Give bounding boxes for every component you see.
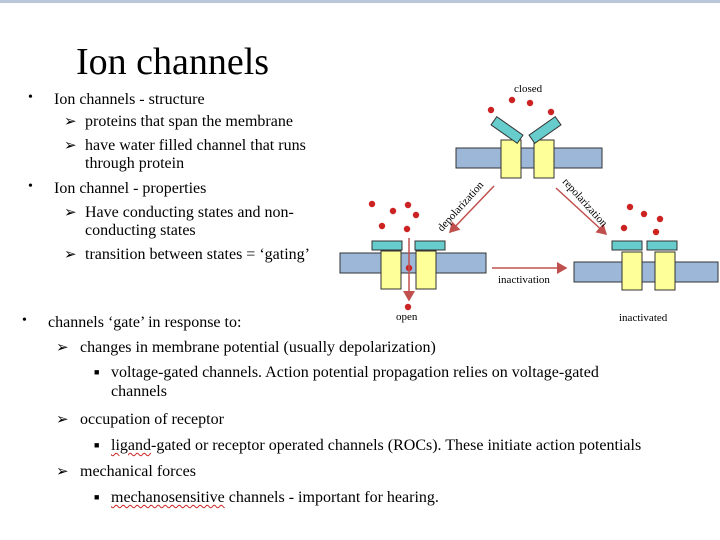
detail-mechano: mechanosensitive channels - important fo… (111, 489, 439, 507)
sub-bullet-membrane-potential: changes in membrane potential (usually d… (80, 339, 436, 356)
sub-bullet-states-line1: Have conducting states and non- (85, 204, 294, 221)
detail-ligand-prefix: ligand (111, 437, 151, 454)
square-bullet-icon: ■ (94, 492, 100, 502)
arrow-bullet-icon: ➢ (64, 114, 77, 130)
arrow-bullet-icon: ➢ (64, 247, 77, 263)
round-bullet-icon: • (28, 179, 33, 194)
arrow-bullet-icon: ➢ (56, 412, 69, 428)
sub-bullet-channel-line2: through protein (85, 155, 185, 172)
detail-mechano-rest: channels - important for hearing. (224, 489, 439, 506)
arrow-bullet-icon: ➢ (64, 138, 77, 154)
arrow-bullet-icon: ➢ (56, 340, 69, 356)
bullet-gate-response: channels ‘gate’ in response to: (48, 314, 242, 331)
round-bullet-icon: • (22, 313, 27, 328)
open-label: open (396, 311, 418, 323)
bullet-properties: Ion channel - properties (54, 180, 207, 197)
sub-bullet-mechanical: mechanical forces (80, 463, 196, 480)
closed-label: closed (514, 83, 543, 95)
slide-title: Ion channels (76, 41, 270, 83)
arrow-bullet-icon: ➢ (64, 205, 77, 221)
detail-ligand-rest: -gated or receptor operated channels (RO… (151, 437, 642, 454)
bullet-structure: Ion channels - structure (54, 91, 205, 108)
sub-bullet-gating: transition between states = ‘gating’ (85, 246, 310, 263)
arrow-bullet-icon: ➢ (56, 464, 69, 480)
square-bullet-icon: ■ (94, 367, 100, 377)
sub-bullet-receptor: occupation of receptor (80, 411, 224, 428)
detail-mechano-prefix: mechanosensitive (111, 489, 225, 506)
detail-ligand: ligand-gated or receptor operated channe… (111, 437, 641, 455)
sub-bullet-states-line2: conducting states (85, 222, 196, 239)
detail-voltage-line2: channels (111, 383, 167, 400)
inactivation-label: inactivation (498, 274, 550, 286)
detail-voltage-line1: voltage-gated channels. Action potential… (111, 364, 599, 381)
round-bullet-icon: • (28, 90, 33, 105)
inactivated-label: inactivated (619, 312, 668, 324)
sub-bullet-span: proteins that span the membrane (85, 113, 293, 130)
sub-bullet-channel-line1: have water filled channel that runs (85, 137, 306, 154)
square-bullet-icon: ■ (94, 440, 100, 450)
